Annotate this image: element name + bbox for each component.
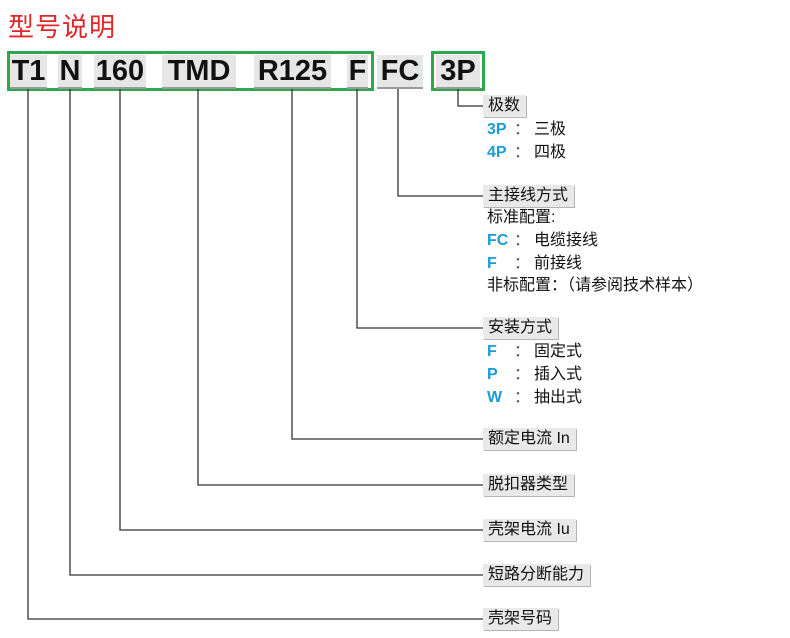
main-wiring-option-fc: FC ：电缆接线: [487, 230, 598, 252]
option-separator: ：: [514, 121, 531, 138]
label-trip-unit: 脱扣器类型: [483, 474, 575, 496]
connector-mounting: [356, 89, 483, 329]
code-segment-poles: 3P: [436, 55, 480, 89]
connector-main-wiring: [397, 89, 483, 197]
label-main-wiring: 主接线方式: [483, 185, 575, 207]
label-mounting: 安装方式: [483, 317, 559, 339]
option-separator: ：: [514, 366, 531, 383]
option-separator: ：: [514, 389, 531, 406]
connector-frame-size: [27, 89, 483, 620]
poles-option-4p: 4P ：四极: [487, 142, 566, 164]
option-code: 4P: [487, 144, 507, 161]
connector-poles: [457, 89, 483, 107]
option-text: 三极: [534, 121, 567, 138]
label-poles: 极数: [483, 95, 527, 117]
code-segment-main-wiring: FC: [377, 55, 423, 89]
option-text: 固定式: [534, 343, 583, 360]
main-wiring-option-f: F ：前接线: [487, 253, 582, 275]
label-breaking-capacity: 短路分断能力: [483, 564, 591, 586]
connector-frame-current: [119, 89, 483, 531]
option-separator: ：: [514, 343, 531, 360]
option-separator: ：: [514, 144, 531, 161]
option-text: 插入式: [534, 366, 583, 383]
mounting-option-f: F ：固定式: [487, 341, 582, 363]
main-wiring-standard-label: 标准配置:: [487, 209, 556, 226]
code-segment-mounting: F: [347, 55, 368, 89]
connector-breaking-capacity: [69, 89, 483, 576]
code-segment-trip-unit: TMD: [162, 55, 236, 89]
option-separator: ：: [514, 232, 531, 249]
option-code: F: [487, 255, 497, 272]
mounting-option-w: W ：抽出式: [487, 387, 582, 409]
code-segment-frame-current: 160: [94, 55, 146, 89]
option-text: 四极: [534, 144, 567, 161]
option-code: P: [487, 366, 498, 383]
code-segment-frame-size: T1: [10, 55, 47, 89]
option-code: 3P: [487, 121, 507, 138]
option-code: W: [487, 389, 503, 406]
connector-trip-unit: [197, 89, 483, 486]
option-separator: ：: [514, 255, 531, 272]
option-text: 电缆接线: [534, 232, 599, 249]
poles-option-3p: 3P ：三极: [487, 119, 566, 141]
label-frame-size: 壳架号码: [483, 608, 559, 630]
option-text: 抽出式: [534, 389, 583, 406]
label-rated-current: 额定电流 In: [483, 428, 576, 450]
page-title: 型号说明: [8, 12, 117, 42]
label-frame-current: 壳架电流 Iu: [483, 519, 576, 541]
option-code: FC: [487, 232, 509, 249]
main-wiring-non-standard: 非标配置：（请参阅技术样本）: [487, 277, 704, 294]
option-text: 前接线: [534, 255, 583, 272]
connector-rated-current: [291, 89, 483, 440]
code-segment-breaking-capacity: N: [58, 55, 82, 89]
code-segment-rated-current: R125: [254, 55, 331, 89]
mounting-option-p: P ：插入式: [487, 364, 582, 386]
option-code: F: [487, 343, 497, 360]
